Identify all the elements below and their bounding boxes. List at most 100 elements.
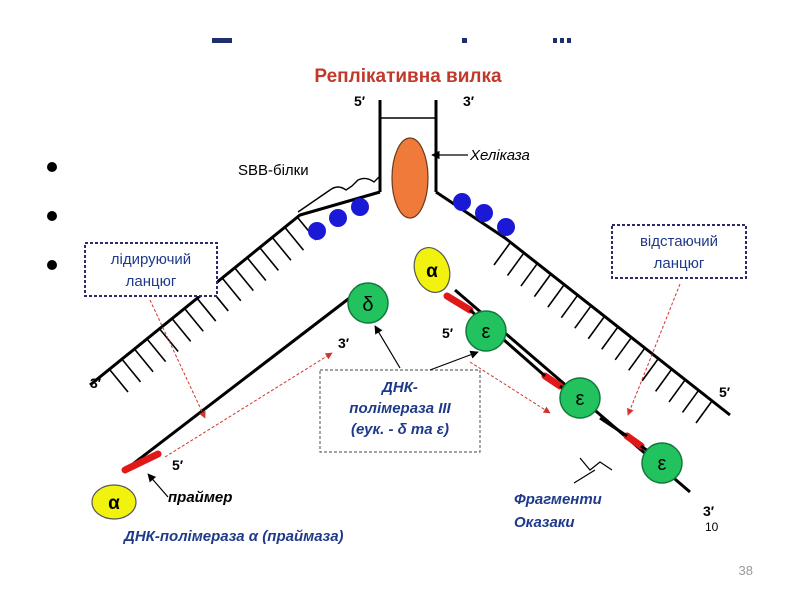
base-pair-rung [159, 328, 179, 352]
base-pair-rung [601, 326, 619, 350]
helicase-enzyme [391, 137, 429, 219]
base-pair-rung [284, 227, 305, 251]
base-pair-rung [493, 242, 511, 266]
lagging-direction-arrow [469, 361, 551, 414]
corner-number: 10 [705, 520, 719, 534]
base-pair-rung [506, 253, 525, 277]
base-pair-rung [695, 400, 713, 424]
base-pair-rung [574, 305, 592, 329]
end-label: 5′ [719, 384, 731, 400]
base-pair-rung [109, 369, 129, 393]
lagging-pointer [627, 283, 681, 416]
base-pair-rung [533, 274, 552, 298]
alpha-primase-leading: α [91, 484, 137, 520]
delta-symbol: δ [362, 294, 373, 316]
base-pair-rung [222, 278, 242, 302]
ssb-protein [497, 218, 515, 236]
lagging-label-line1: відстаючий [640, 233, 718, 250]
header-remnant [212, 38, 571, 43]
epsilon-symbol: ε [658, 453, 667, 475]
end-label: 5′ [354, 93, 366, 109]
end-label: 3′ [90, 375, 102, 391]
base-pair-rung [272, 237, 292, 261]
primer-label: праймер [168, 489, 232, 506]
base-pair-rung [146, 339, 167, 363]
base-pair-rung [587, 316, 605, 340]
lagging-primer [541, 372, 564, 390]
base-pair-rung [247, 258, 267, 282]
lagging-primer [623, 432, 645, 450]
pol3-label-line3: (еук. - δ та ε) [351, 421, 449, 438]
pol3-label-line2: полімераза III [349, 400, 451, 417]
epsilon-symbol: ε [576, 388, 585, 410]
ssb-protein [475, 204, 493, 222]
strand-end-labels: 5′ 3′ 3′ 3′ 5′ 5′ 5′ 3′ [90, 93, 731, 519]
alpha-symbol: α [426, 261, 438, 282]
pol3-pointer-delta [374, 325, 401, 369]
okazaki-pointer [573, 469, 596, 484]
ssb-brace [297, 175, 381, 213]
end-label: 5′ [172, 457, 184, 473]
base-pair-rung [134, 349, 154, 373]
base-pair-rungs [109, 217, 713, 424]
bullet-list [47, 162, 57, 270]
base-pair-rung [172, 318, 192, 342]
base-pair-rung [560, 295, 578, 319]
lagging-label-line2: ланцюг [654, 255, 705, 272]
base-pair-rung [628, 347, 646, 371]
delta-polymerase: δ [347, 282, 389, 324]
okazaki-label-line1: Фрагменти [514, 491, 602, 508]
leading-pointer [149, 299, 206, 419]
base-pair-rung [547, 284, 565, 308]
okazaki-label-line2: Оказаки [514, 514, 575, 531]
leading-label-line2: ланцюг [126, 273, 177, 290]
leading-new-strand [124, 288, 361, 472]
slide-title: Реплікативна вилка [314, 66, 502, 87]
base-pair-rung [641, 358, 659, 382]
base-pair-rung [681, 389, 700, 413]
left-arm-outer-strand [89, 190, 381, 387]
primase-label: ДНК-полімераза α (праймаза) [122, 528, 344, 545]
primers [121, 292, 645, 474]
leading-primer [121, 450, 162, 474]
lagging-primer [443, 292, 474, 314]
ssb-protein [351, 198, 369, 216]
leading-strand-box [84, 242, 218, 297]
bullet-dot [47, 162, 57, 172]
primer-pointer [147, 473, 169, 498]
ssb-proteins [308, 193, 515, 240]
epsilon-symbol: ε [482, 321, 491, 343]
leading-direction-arrow [164, 352, 333, 458]
base-pair-rung [234, 268, 254, 292]
base-pair-rung [259, 247, 280, 271]
bullet-dot [47, 260, 57, 270]
base-pair-rung [184, 308, 204, 332]
lagging-strand-box [611, 224, 747, 279]
helicase-label: Хеліказа [469, 147, 530, 164]
ssb-protein [453, 193, 471, 211]
base-pair-rung [668, 379, 686, 403]
epsilon-polymerase: ε [465, 310, 507, 352]
pol3-label-line1: ДНК- [380, 379, 418, 396]
ssb-label: SBB-білки [238, 162, 309, 179]
alpha-primase-lagging: α [413, 247, 451, 293]
epsilon-polymerase: ε [559, 377, 601, 419]
end-label: 5′ [442, 325, 454, 341]
alpha-symbol: α [108, 493, 120, 514]
epsilon-polymerase: ε [641, 442, 683, 484]
leading-label-line1: лідируючий [111, 251, 191, 268]
ssb-protein [308, 222, 326, 240]
pol3-pointer-epsilon [429, 350, 479, 371]
end-label: 3′ [338, 335, 350, 351]
base-pair-rung [197, 298, 217, 322]
end-label: 3′ [703, 503, 715, 519]
base-pair-rung [654, 368, 673, 392]
ssb-protein [329, 209, 347, 227]
base-pair-rung [614, 337, 632, 361]
bullet-dot [47, 211, 57, 221]
page-number: 38 [739, 563, 753, 578]
okazaki-brace [579, 457, 613, 471]
pol3-box [319, 369, 481, 453]
base-pair-rung [520, 263, 538, 287]
